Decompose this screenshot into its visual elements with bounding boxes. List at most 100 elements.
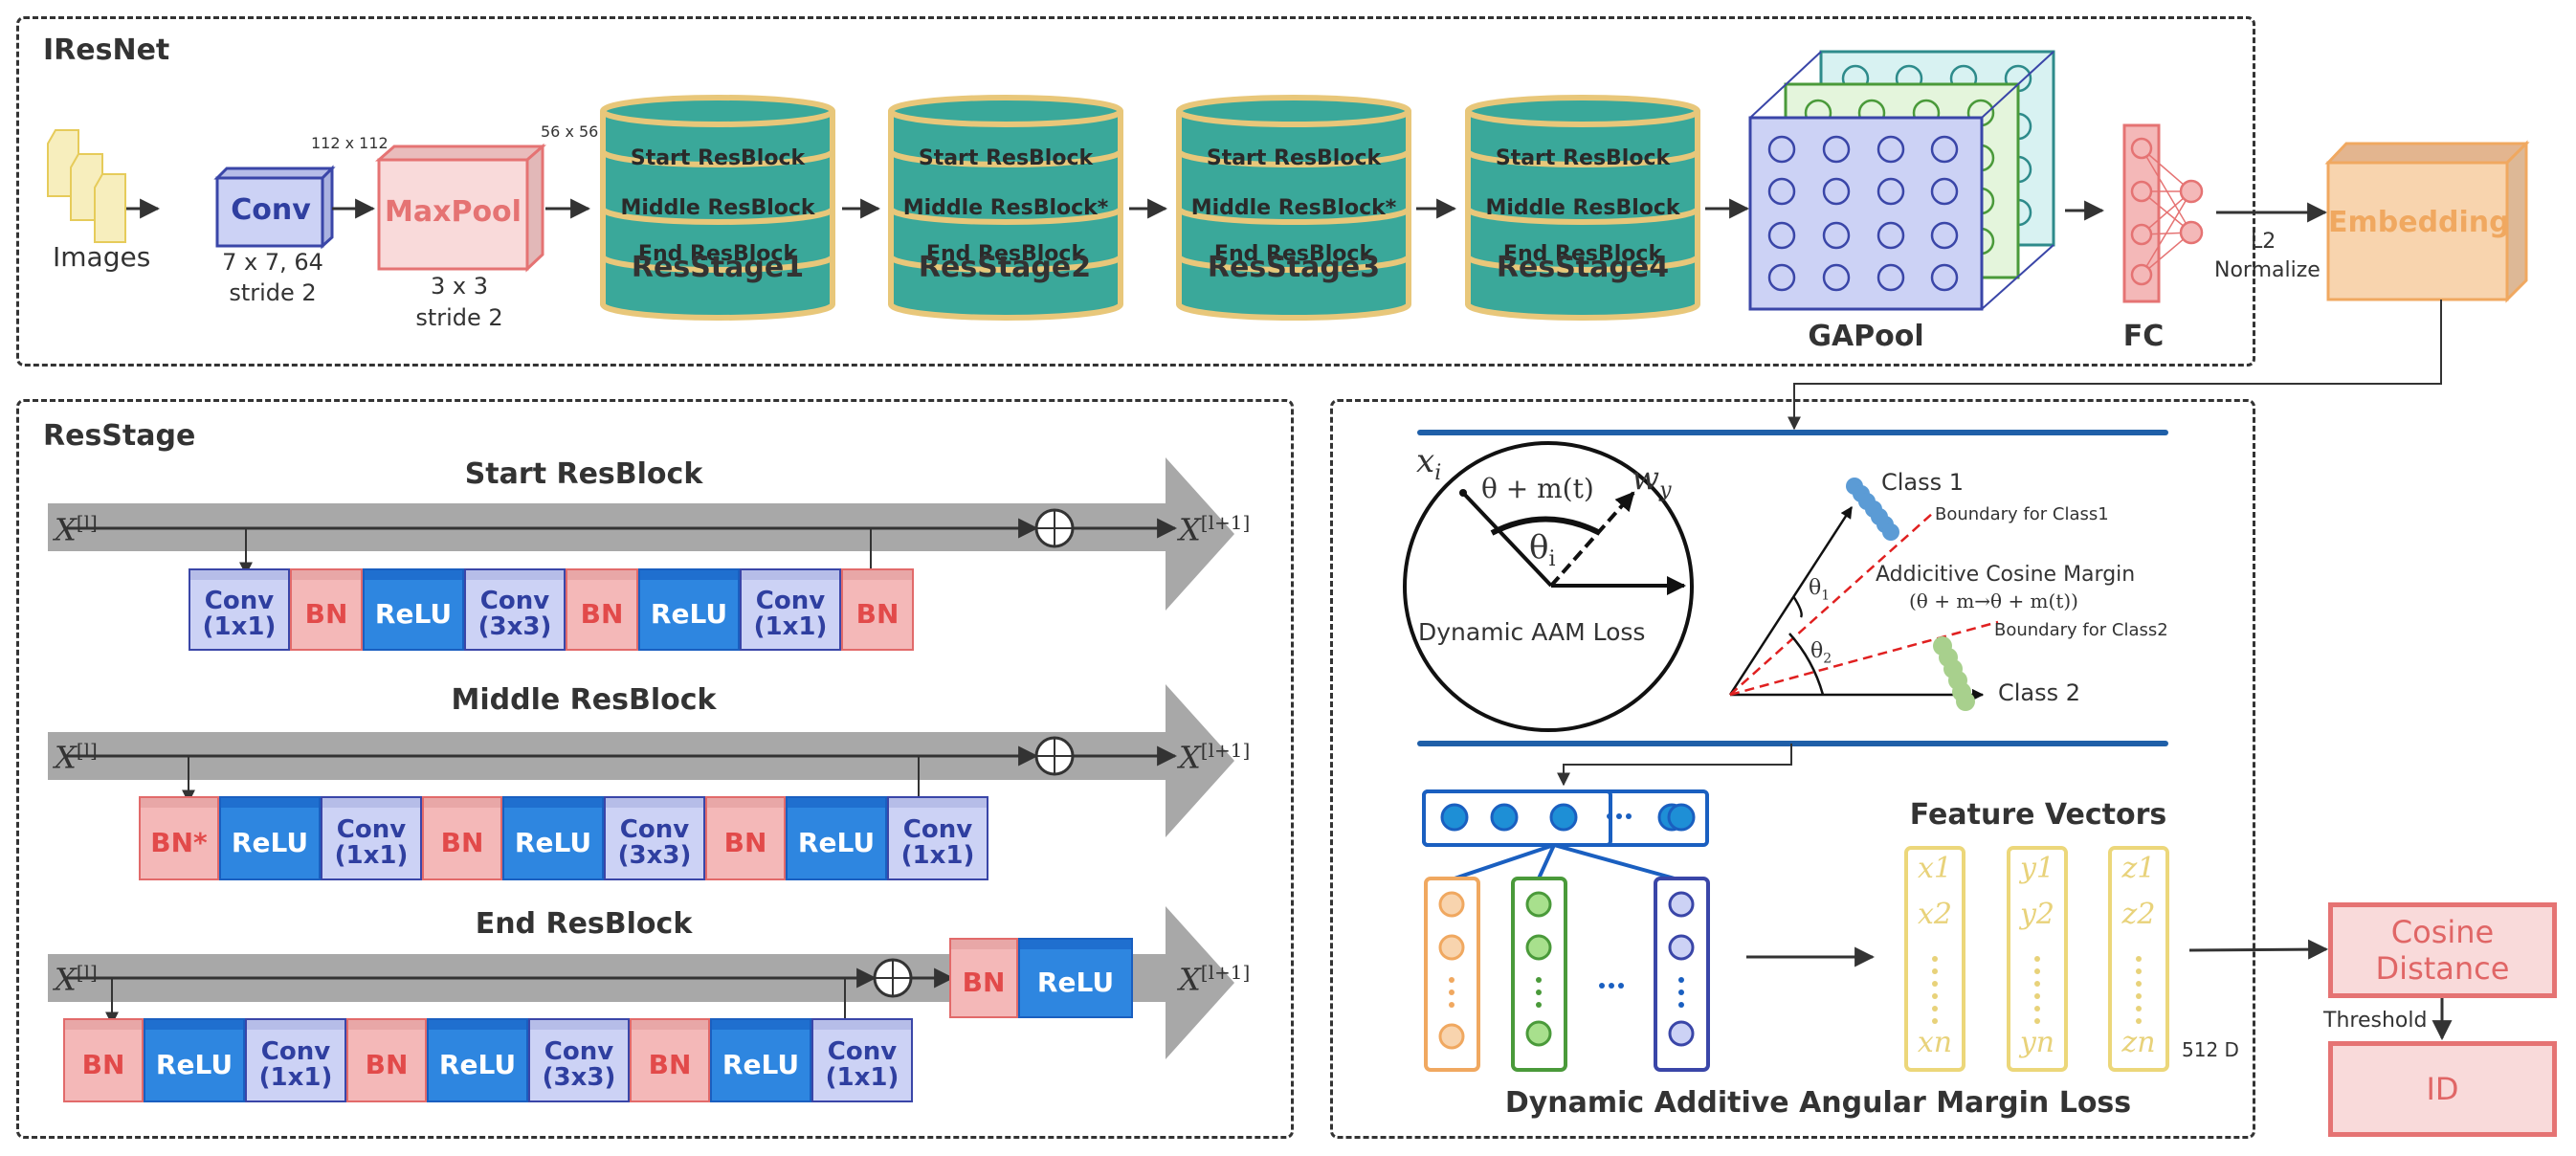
stage-block-label: Start ResBlock	[1496, 146, 1672, 170]
stage-title-2: ResStage2	[918, 251, 1092, 284]
layer-label: BN	[855, 598, 899, 631]
layer-label: Conv(3x3)	[477, 586, 552, 641]
feature-vectors-title: Feature Vectors	[1909, 798, 2167, 832]
resstage-title: ResStage	[43, 419, 196, 453]
class1-label: Class 1	[1881, 469, 1965, 496]
layer-top-face	[144, 1018, 245, 1030]
fv-zn: zn	[2121, 1026, 2156, 1059]
x-out-start: X[l+1]	[1179, 511, 1251, 548]
relu-layer: ReLU	[144, 1018, 245, 1102]
layer-top-face	[630, 1018, 710, 1030]
relu-layer: ReLU	[502, 796, 604, 880]
relu-layer: ReLU	[219, 796, 321, 880]
x-out-middle: X[l+1]	[1179, 739, 1251, 776]
layer-top-face	[290, 568, 363, 580]
id-label: ID	[2426, 1070, 2459, 1107]
iresnet-panel	[16, 16, 2255, 367]
layer-label: Conv(1x1)	[334, 814, 409, 870]
fv-x2: x2	[1917, 898, 1952, 931]
embedding-cube	[2324, 140, 2530, 303]
images-icon	[47, 129, 126, 243]
iresnet-title: IResNet	[43, 33, 170, 67]
layer-top-face	[811, 1018, 913, 1030]
gapool-cube	[1748, 50, 2055, 311]
bn-layer: BN	[346, 1018, 427, 1102]
stage-block-label: End ResBlock	[1503, 242, 1664, 266]
stage-title-1: ResStage1	[631, 251, 805, 284]
relu-layer: ReLU	[786, 796, 887, 880]
id-box: ID	[2328, 1041, 2557, 1137]
layer-top-face	[321, 796, 422, 808]
embedding-label: Embedding	[2328, 206, 2510, 239]
margin-angle-label: θ + m(t)	[1481, 473, 1594, 504]
bn-layer: BN	[290, 568, 363, 651]
bn-layer: BN*	[139, 796, 219, 880]
layer-top-face	[427, 1018, 528, 1030]
cosine-line-1: Cosine	[2390, 913, 2495, 950]
fv-z2: z2	[2121, 898, 2156, 931]
conv-layer: Conv(1x1)	[740, 568, 841, 651]
conv-cube	[213, 165, 336, 250]
boundary2-label: Boundary for Class2	[1994, 620, 2168, 640]
bn-layer: BN	[841, 568, 914, 651]
layer-top-face	[139, 796, 219, 808]
margin-title: Addicitive Cosine Margin	[1876, 563, 2136, 587]
layer-label: Conv(1x1)	[753, 586, 828, 641]
layer-top-face	[604, 796, 705, 808]
layer-label: BN*	[150, 827, 208, 859]
relu-layer: ReLU	[427, 1018, 528, 1102]
x-out-end: X[l+1]	[1179, 961, 1251, 998]
class-column-green	[1511, 877, 1567, 1072]
layer-label: BN	[962, 967, 1006, 999]
layer-top-face	[638, 568, 740, 580]
loss-panel	[1330, 399, 2255, 1139]
conv-size-label: 112 x 112	[311, 134, 389, 152]
layer-top-face	[245, 1018, 346, 1030]
conv-spec-2: stride 2	[229, 279, 317, 306]
class2-label: Class 2	[1998, 679, 2081, 706]
xi-label: xi	[1416, 442, 1442, 485]
end-resblock-title: End ResBlock	[475, 907, 693, 941]
layer-label: ReLU	[650, 598, 728, 631]
bn-layer: BN	[630, 1018, 710, 1102]
margin-formula: (θ + m→θ + m(t))	[1909, 589, 2078, 612]
theta2-label: θ2	[1810, 639, 1832, 667]
layer-label: Conv(3x3)	[617, 814, 692, 870]
middle-resblock-title: Middle ResBlock	[451, 683, 717, 717]
stage-title-3: ResStage3	[1207, 251, 1381, 284]
layer-top-face	[740, 568, 841, 580]
stage-block-label: Middle ResBlock*	[1191, 196, 1397, 220]
layer-label: ReLU	[797, 827, 876, 859]
wy-label: wy	[1632, 459, 1672, 502]
layer-top-face	[949, 938, 1018, 949]
end-resblock-arrow	[48, 906, 1234, 1059]
stage-block-label: Start ResBlock	[919, 146, 1095, 170]
arrow-to-cosine-distance	[2188, 939, 2329, 960]
stage-block-label: Middle ResBlock*	[903, 196, 1109, 220]
x-in-start: X[l]	[55, 511, 98, 548]
theta-i-label: θi	[1529, 528, 1556, 571]
layer-label: Conv(1x1)	[825, 1036, 899, 1092]
resstage-panel	[16, 399, 1294, 1139]
layer-label: BN	[81, 1049, 125, 1081]
class-column-orange	[1424, 877, 1480, 1072]
layer-label: ReLU	[374, 598, 453, 631]
layer-top-face	[887, 796, 988, 808]
bn-layer: BN	[63, 1018, 144, 1102]
conv-layer: Conv(1x1)	[245, 1018, 346, 1102]
layer-top-face	[841, 568, 914, 580]
conv-layer: Conv(3x3)	[464, 568, 566, 651]
layer-label: BN	[723, 827, 767, 859]
maxpool-cube	[375, 143, 546, 273]
stage-block-label: Middle ResBlock	[620, 196, 815, 220]
layer-top-face	[566, 568, 638, 580]
fv-xn: xn	[1917, 1026, 1953, 1059]
layer-label: ReLU	[155, 1049, 233, 1081]
layer-label: ReLU	[231, 827, 309, 859]
layer-top-face	[502, 796, 604, 808]
fv-y2: y2	[2019, 898, 2055, 931]
